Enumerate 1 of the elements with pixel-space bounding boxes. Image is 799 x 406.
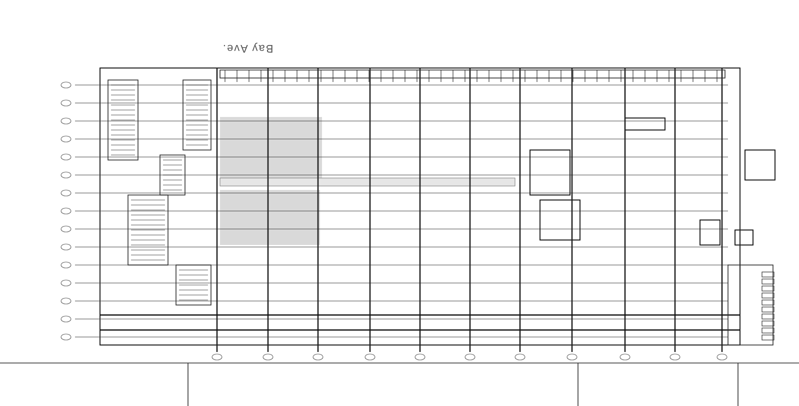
street-name: Bay Ave. [222,42,274,54]
